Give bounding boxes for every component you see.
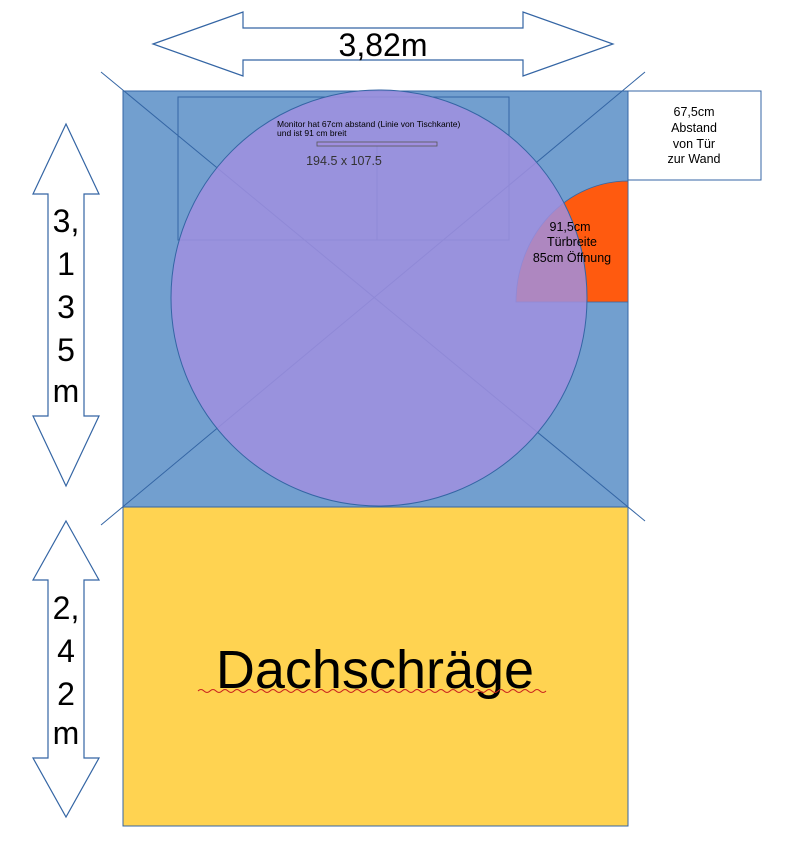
door-distance-line-2: Abstand — [671, 121, 717, 135]
room-depth-arrow — [32, 122, 100, 488]
width-label: 3,82m — [339, 27, 428, 63]
door-distance-line-1: 67,5cm — [674, 105, 715, 119]
door-distance-line-4: zur Wand — [667, 152, 720, 166]
turning-circle — [170, 89, 588, 507]
room-depth-line-5: m — [53, 373, 80, 409]
room-depth-line-4: 5 — [57, 332, 75, 368]
width-arrow — [151, 11, 615, 77]
room-depth-line-1: 3, — [53, 203, 80, 239]
slope-depth-label: 2, 4 2 m — [53, 590, 80, 751]
roof-slope-area — [122, 506, 629, 827]
door-label-line-3: 85cm Öffnung — [533, 251, 611, 265]
slope-depth-line-3: 2 — [57, 676, 75, 712]
door-distance-line-3: von Tür — [673, 137, 715, 151]
monitor-note-line-2: und ist 91 cm breit — [277, 128, 347, 138]
slope-depth-arrow — [31, 519, 101, 819]
room-depth-line-3: 3 — [57, 289, 75, 325]
room-depth-label: 3, 1 3 5 m — [53, 203, 80, 409]
room-depth-line-2: 1 — [57, 246, 75, 282]
roof-slope-label: Dachschräge — [216, 640, 534, 700]
door-label-line-2: Türbreite — [547, 235, 597, 249]
slope-depth-line-2: 4 — [57, 633, 75, 669]
door-distance-label: 67,5cm Abstand von Tür zur Wand — [667, 105, 720, 166]
door-label: 91,5cm Türbreite 85cm Öffnung — [533, 220, 611, 265]
door-distance-box — [627, 90, 762, 181]
slope-depth-line-1: 2, — [53, 590, 80, 626]
door-label-line-1: 91,5cm — [550, 220, 591, 234]
desk-size-label: 194.5 x 107.5 — [306, 154, 382, 168]
spellcheck-underline — [197, 689, 547, 693]
monitor-note-line-1: Monitor hat 67cm abstand (Linie von Tisc… — [277, 119, 460, 129]
slope-depth-line-4: m — [53, 715, 80, 751]
monitor-shape — [316, 141, 438, 147]
